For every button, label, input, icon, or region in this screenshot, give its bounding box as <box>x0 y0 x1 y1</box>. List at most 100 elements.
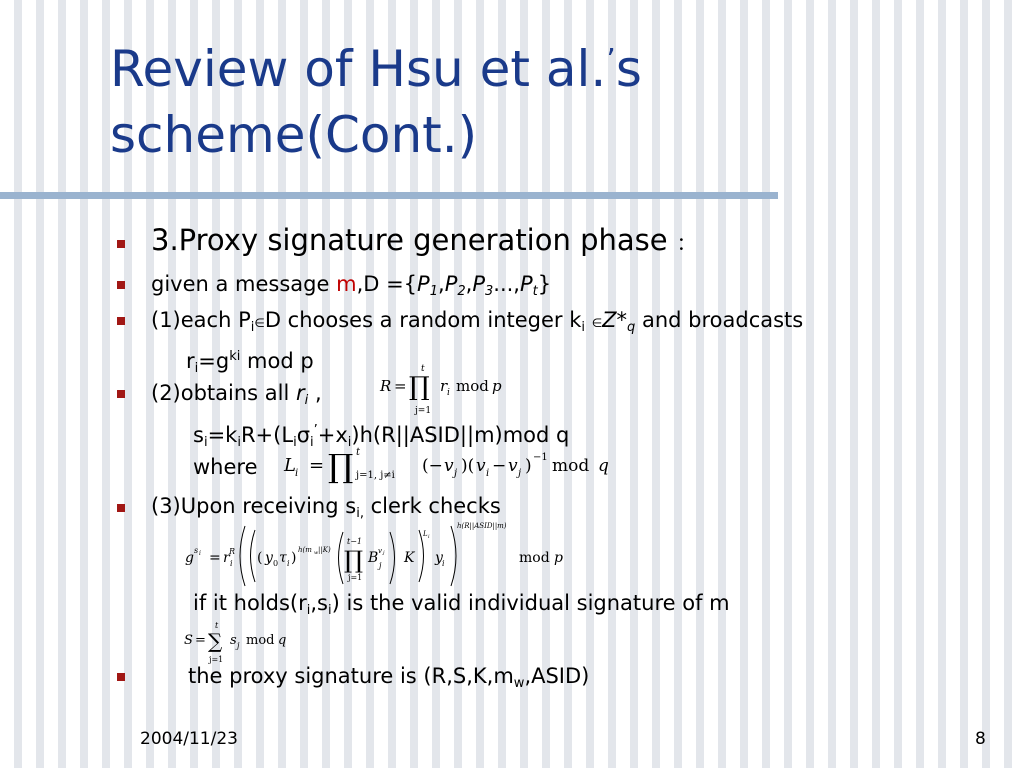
upon-text: (3)Upon receiving s <box>151 494 357 518</box>
s-symbol: s <box>193 423 204 447</box>
eq2-v: v <box>476 456 486 476</box>
bullet-square <box>117 390 125 398</box>
broadcasts-text: and broadcasts <box>635 308 804 332</box>
title-apostrophe: ’ <box>606 43 616 78</box>
eq3-hexp-w: w <box>314 550 319 556</box>
p-symbol: P <box>417 272 430 296</box>
eq1-r: r <box>440 377 448 395</box>
inner-right-paren <box>418 529 424 583</box>
valid-signature-text: ) is the valid individual signature of m <box>331 591 730 615</box>
eq1-product: ∏ <box>409 372 430 402</box>
eq3-tau: τ <box>279 550 287 566</box>
eq4-equals: = <box>195 633 206 648</box>
p-symbol: P <box>519 272 533 296</box>
title-s: s <box>615 40 642 98</box>
equation-lagrange: L i = ∏ t j=1, j≠i (− v j )( v i − v j )… <box>283 447 609 485</box>
holds-text: if it holds(r <box>193 591 307 615</box>
asid-text: ,ASID) <box>524 664 590 688</box>
proxy-signature-text: the proxy signature is (R,S,K,m <box>188 664 514 688</box>
si-equation: si=kiR+(Liσi’+xi)h(R||ASID||m)mod q <box>193 418 569 456</box>
prod-left-paren <box>338 531 344 585</box>
title-line2: scheme(Cont.) <box>110 106 478 164</box>
comma-s: ,s <box>310 591 328 615</box>
eq2-j: j <box>516 468 521 479</box>
eq3-equals: = <box>209 550 221 566</box>
eq2-bottom: j=1, j≠i <box>355 470 395 481</box>
eq1-mod: mod <box>456 377 489 395</box>
bullet-each-pi: (1)each Pi∈D chooses a random integer ki… <box>151 307 803 341</box>
eq1-equals: = <box>394 377 407 395</box>
eq1-sub: i <box>447 388 450 398</box>
eq3-b: B <box>367 550 378 566</box>
eq3-si-sub: i <box>199 550 201 557</box>
eq3-product: ∏ <box>344 546 363 574</box>
sigma-symbol: σ <box>296 423 310 447</box>
eq2-exp: −1 <box>533 452 548 463</box>
subscript-i: i <box>203 435 208 450</box>
eq2-open: (− <box>422 456 443 476</box>
close-brace: } <box>537 272 552 296</box>
eq3-k: K <box>403 550 416 566</box>
subscript-w: w <box>513 676 525 691</box>
subscript-i: i <box>304 393 309 408</box>
p-symbol: P <box>444 272 458 296</box>
subscript-i: i <box>237 435 241 450</box>
bullet-square <box>117 281 125 289</box>
subscript-i: i <box>347 435 352 450</box>
given-text: given a message <box>151 272 337 296</box>
inner-left-paren <box>250 529 256 583</box>
eq1-lhs: R <box>379 377 391 395</box>
eq3-yi-sub: i <box>442 559 445 568</box>
footer-date: 2004/11/23 <box>140 729 238 749</box>
bullet-square <box>117 240 125 248</box>
bullet-square <box>117 504 125 512</box>
chooses-text: D chooses a random integer k <box>264 308 582 332</box>
outer-right-paren <box>450 525 457 587</box>
element-of-symbol: ∈ <box>254 316 265 330</box>
eq3-y0: y <box>264 550 274 566</box>
prod-right-paren <box>389 531 395 585</box>
bullet-square <box>117 673 125 681</box>
eq2-equals: = <box>309 455 324 476</box>
holds-line: if it holds(ri,si) is the valid individu… <box>193 590 730 624</box>
subscript-q: q <box>627 320 636 335</box>
equation-verification: g s i = r i R ( y 0 τ i ) h(m w ||K) t−1… <box>185 522 563 587</box>
eq4-sj: s <box>230 633 237 648</box>
eq3-prod-top: t−1 <box>347 537 362 546</box>
eq4-sj-sub: j <box>235 641 240 650</box>
mod-p-text: mod p <box>240 349 314 373</box>
eq2-mod: mod <box>552 456 589 476</box>
eq-g: =g <box>198 349 230 373</box>
eq3-y0-sub: 0 <box>273 559 278 568</box>
outer-left-paren <box>239 525 246 587</box>
title-divider <box>0 192 778 199</box>
eq4-top: t <box>215 621 219 630</box>
element-of-symbol: ∈ <box>591 316 603 330</box>
eq3-hexp2: ||K) <box>318 546 331 554</box>
eq3-outer-exp: h(R||ASID||m) <box>457 522 507 530</box>
p-symbol: P <box>472 272 485 296</box>
eq3-li-sub: i <box>428 534 430 540</box>
eq2-l: L <box>283 455 296 476</box>
r-plus-l: R+(L <box>240 423 294 447</box>
bullet-phase-heading: 3.Proxy signature generation phase ： <box>151 223 695 262</box>
eq2-sub: i <box>295 468 298 479</box>
eq1-bottom: j=1 <box>414 406 431 416</box>
bullet-given-message: given a message m,D ={P1,P2,P3...,Pt} <box>151 272 552 299</box>
eq2-top: t <box>356 447 361 458</box>
equation-r-product: R = ∏ t j=1 r i mod p <box>379 364 502 416</box>
eq3-lp: ( <box>257 550 262 566</box>
eq2-v: v <box>444 456 454 476</box>
p2-subscript: 2 <box>457 284 466 299</box>
eq3-si: s <box>194 546 198 555</box>
equation-s-sum: S = ∑ t j=1 s j mod q <box>184 621 286 664</box>
eq3-p: p <box>554 550 563 566</box>
bullet-square <box>117 317 125 325</box>
subscript-i: i <box>328 603 332 618</box>
eq2-i: i <box>486 468 489 479</box>
eq3-yi: y <box>434 550 444 566</box>
superscript-ki: ki <box>229 349 241 364</box>
eq3-r-sub: i <box>230 559 233 568</box>
subscript-i: i <box>250 320 255 335</box>
pt-subscript: t <box>532 284 538 299</box>
